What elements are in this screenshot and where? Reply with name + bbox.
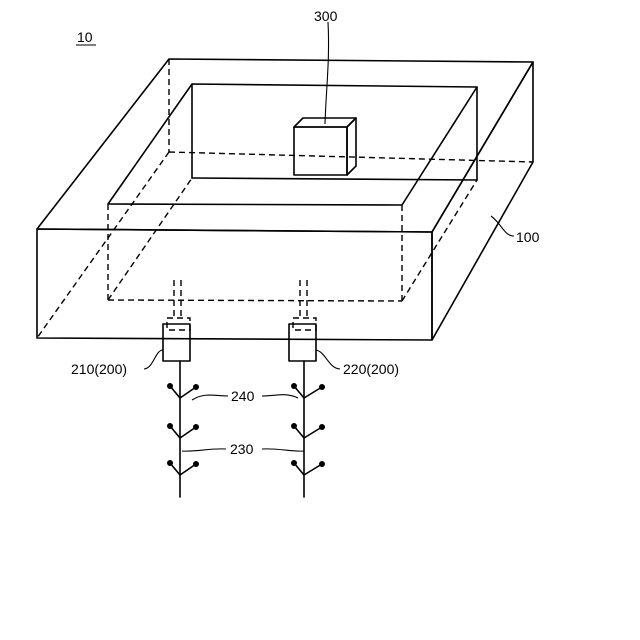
right-unit-label: 220(200) bbox=[343, 361, 399, 377]
container-label: 100 bbox=[516, 229, 540, 245]
container-cavity bbox=[108, 84, 477, 301]
cavity-floor-back-edge bbox=[192, 178, 477, 180]
left-unit-label: 210(200) bbox=[71, 361, 127, 377]
left-unit-body bbox=[163, 324, 190, 361]
branch-leader-left bbox=[192, 395, 228, 400]
cavity-hidden-right-depth bbox=[402, 180, 477, 301]
controller-label: 300 bbox=[314, 8, 338, 24]
left-branch-tip-l1 bbox=[167, 383, 173, 389]
figure-number-label: 10 bbox=[77, 29, 93, 45]
right-branch-r2 bbox=[304, 427, 322, 438]
container-front-face bbox=[37, 229, 432, 340]
main-leader-right bbox=[262, 449, 304, 451]
hidden-left-bottom-edge bbox=[37, 152, 169, 338]
branch-electrodes-label: 240 bbox=[231, 388, 255, 404]
right-branch-r1 bbox=[304, 387, 322, 398]
right-branch-tip-l3 bbox=[291, 460, 297, 466]
cavity-hidden-bottom bbox=[108, 300, 402, 301]
main-electrodes-label: 230 bbox=[230, 441, 254, 457]
branch-leader-right bbox=[262, 395, 298, 398]
controller-side-face bbox=[347, 118, 356, 175]
right-branch-tip-l2 bbox=[291, 423, 297, 429]
controller-block bbox=[294, 118, 356, 175]
container-right-face bbox=[432, 62, 533, 340]
right-branch-tip-r3 bbox=[319, 461, 325, 467]
controller-leader-line bbox=[325, 22, 329, 124]
right-unit-leader-line bbox=[316, 350, 340, 369]
right-branch-r3 bbox=[304, 464, 322, 475]
right-sensor-unit bbox=[289, 280, 325, 497]
cavity-hidden-left-depth bbox=[108, 178, 192, 300]
left-branch-tip-r1 bbox=[193, 384, 199, 390]
left-branch-tip-r2 bbox=[193, 424, 199, 430]
left-branch-tip-r3 bbox=[193, 461, 199, 467]
main-leader-left bbox=[182, 449, 226, 451]
controller-front-face bbox=[294, 127, 347, 175]
right-unit-body bbox=[289, 324, 316, 361]
right-branch-tip-r2 bbox=[319, 424, 325, 430]
left-unit-leader-line bbox=[144, 350, 163, 369]
cavity-opening bbox=[108, 84, 477, 205]
right-branch-tip-r1 bbox=[319, 384, 325, 390]
right-branch-tip-l1 bbox=[291, 383, 297, 389]
container-leader-line bbox=[491, 216, 514, 236]
left-branch-tip-l2 bbox=[167, 423, 173, 429]
left-sensor-unit bbox=[163, 280, 199, 497]
left-branch-tip-l3 bbox=[167, 460, 173, 466]
